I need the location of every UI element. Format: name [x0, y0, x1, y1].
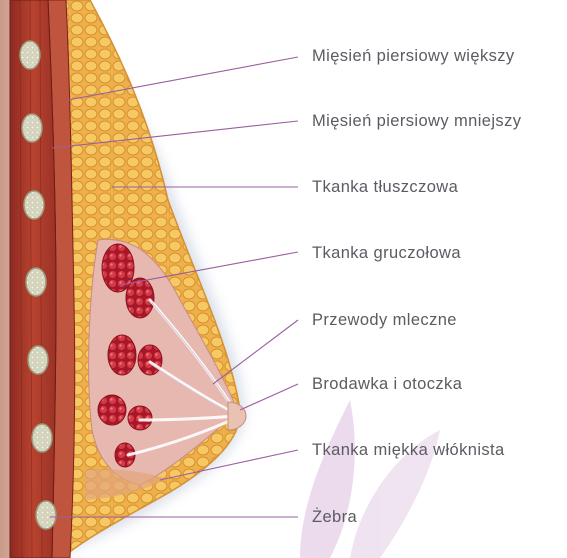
- leader-line-nipple-areola: [240, 384, 298, 410]
- label-nipple-areola: Brodawka i otoczka: [312, 374, 462, 394]
- label-pectoralis-minor: Mięsień piersiowy mniejszy: [312, 111, 521, 131]
- label-fat-tissue: Tkanka tłuszczowa: [312, 177, 458, 197]
- label-fibrous-tissue: Tkanka miękka włóknista: [312, 440, 505, 460]
- label-pectoralis-major: Mięsień piersiowy większy: [312, 46, 515, 66]
- label-glandular-tissue: Tkanka gruczołowa: [312, 243, 461, 263]
- label-ribs: Żebra: [312, 507, 357, 527]
- label-milk-ducts: Przewody mleczne: [312, 310, 457, 330]
- watermark-petals: [300, 400, 440, 558]
